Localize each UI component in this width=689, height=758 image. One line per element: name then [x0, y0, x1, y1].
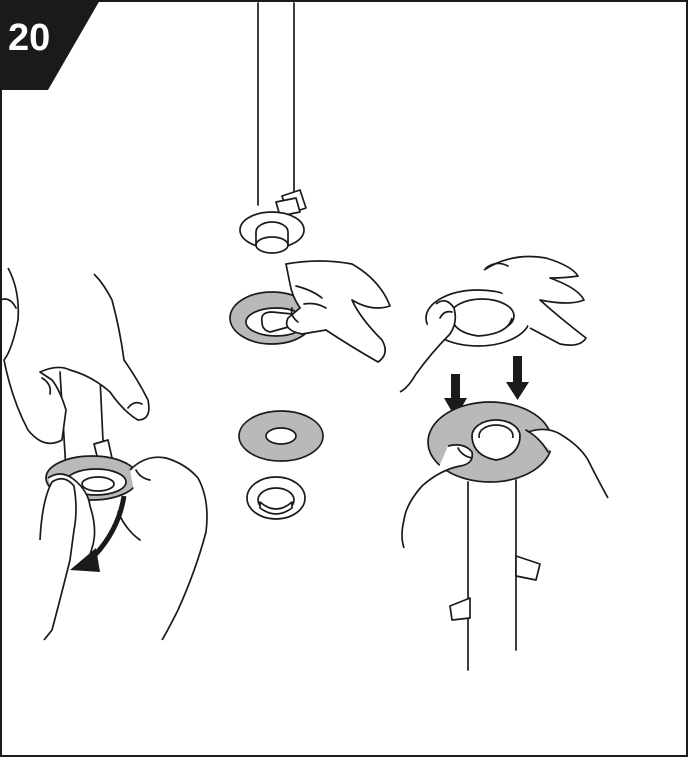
gray-adhesive-washer	[239, 411, 323, 461]
peeling-washer-step	[230, 261, 390, 362]
right-tube	[450, 480, 540, 670]
tube-foot-cap	[240, 212, 304, 253]
right-upper-hands	[400, 257, 586, 393]
upper-left-hand	[0, 268, 149, 443]
white-foot-cap	[247, 477, 305, 519]
center-tube	[258, 3, 306, 216]
step-number: 20	[8, 17, 50, 59]
press-arrow-right	[506, 356, 529, 400]
step-badge: 20	[0, 0, 100, 90]
